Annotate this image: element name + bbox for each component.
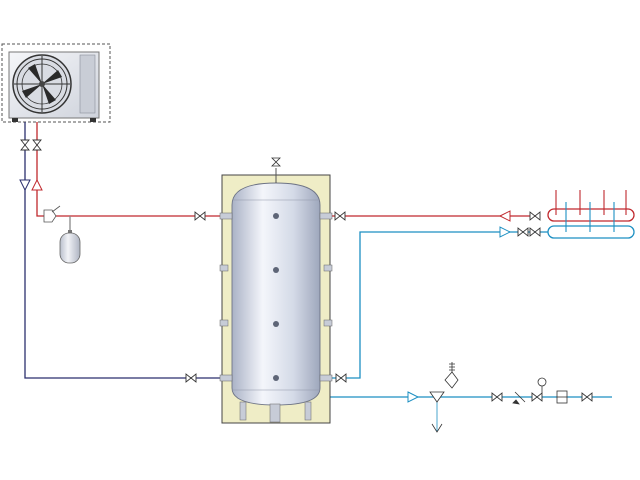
check-valve-icon [512,391,526,405]
safety-valve-icon [429,362,459,433]
tank-icon [231,182,321,406]
sensor-icon [43,205,61,223]
vessel-icon [59,230,81,264]
flow-arrow-icon [407,391,420,403]
valve-icon [185,211,541,383]
heating-return-line [332,231,548,379]
outdoor-unit [1,43,111,123]
cold-water-assembly [407,362,593,433]
valve-icon [20,139,42,151]
fan-icon [12,54,72,114]
flow-arrow-icon [498,210,512,238]
manifold-icon [547,190,635,239]
pressure-gauge-icon [537,377,547,393]
tank-legs [239,401,312,423]
buffer-tank [219,157,333,424]
valve-icon [491,392,593,402]
flow-arrow-icon [19,178,43,192]
outdoor-unit-enclosure [1,43,111,123]
air-vent-icon [271,157,281,183]
filter-icon [556,390,568,404]
